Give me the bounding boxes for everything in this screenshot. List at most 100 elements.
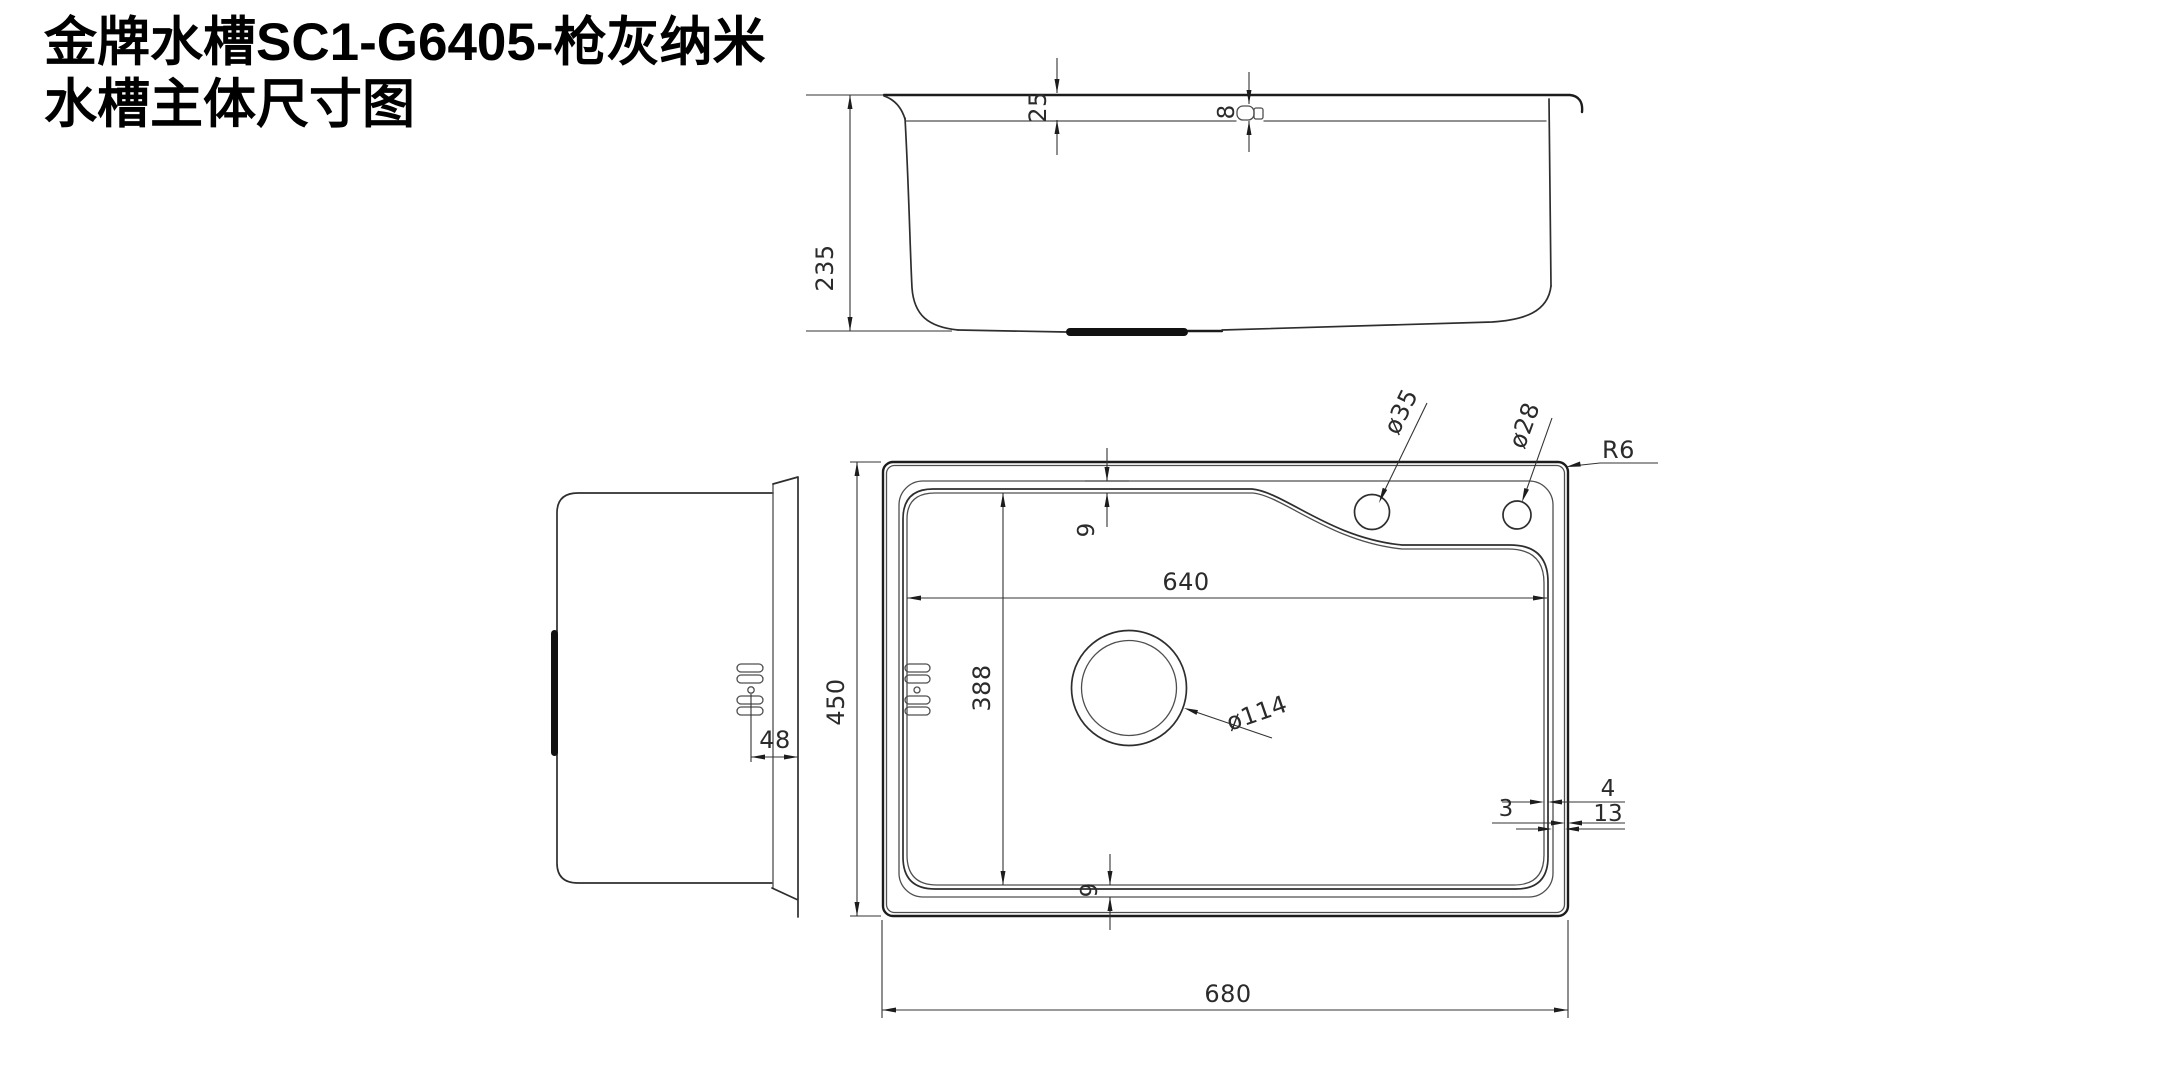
front-right-wall xyxy=(1548,98,1552,287)
dim-235-arrow-bottom xyxy=(847,317,853,331)
dim-9-top: 9 xyxy=(1074,448,1129,537)
dim-8-label: 8 xyxy=(1214,105,1240,120)
plan-clip-slot-4 xyxy=(904,706,931,716)
dim-13-arrow-left xyxy=(1538,826,1552,832)
front-section-view: 235 25 8 xyxy=(806,58,1584,336)
dim-9-bottom-arrow-lower xyxy=(1107,897,1113,911)
dim-13: 13 xyxy=(1516,801,1625,832)
drawing-title: 金牌水槽SC1-G6405-枪灰纳米 水槽主体尺寸图 xyxy=(43,13,766,134)
plan-outer-fold-line xyxy=(885,464,1566,914)
dim-4: 4 xyxy=(1502,776,1625,805)
dim-450-label: 450 xyxy=(822,678,850,725)
dim-25: 25 xyxy=(1024,58,1060,155)
dim-8: 8 xyxy=(1214,72,1252,152)
side-clip-slot-4 xyxy=(736,706,764,716)
dim-48-label: 48 xyxy=(759,726,791,754)
dim-640: 640 xyxy=(907,568,1547,601)
dim-680-label: 680 xyxy=(1204,980,1251,1008)
dim-4-label: 4 xyxy=(1601,776,1616,802)
dim-48-arrow-left xyxy=(751,754,765,760)
label-dia28-arrow xyxy=(1522,488,1529,502)
dim-9-top-label: 9 xyxy=(1074,523,1100,538)
dim-235-label: 235 xyxy=(811,244,839,291)
dim-25-label: 25 xyxy=(1024,91,1052,123)
dim-680: 680 xyxy=(881,920,1569,1018)
front-top-rim-line xyxy=(882,93,1584,114)
plan-view: 640 388 450 680 9 xyxy=(822,384,1658,1018)
dim-680-arrow-right xyxy=(1554,1007,1568,1013)
label-r6-arrow xyxy=(1566,461,1581,467)
dim-450-arrow-bottom xyxy=(854,902,860,916)
dim-13-label: 13 xyxy=(1593,801,1622,827)
dim-235: 235 xyxy=(806,94,952,332)
side-rim-flange xyxy=(771,476,799,918)
dim-9-top-lines xyxy=(1085,448,1129,527)
label-r6-text: R6 xyxy=(1602,436,1635,464)
front-clip-end xyxy=(1253,107,1264,120)
dim-9-top-arrow-lower xyxy=(1104,493,1110,507)
dim-388-arrow-top xyxy=(1000,493,1006,507)
side-view: 48 xyxy=(551,476,799,918)
dim-9-bottom: 9 xyxy=(1077,854,1113,930)
plan-clip-slots xyxy=(904,663,931,716)
dim-388-label: 388 xyxy=(968,664,996,711)
dim-450: 450 xyxy=(822,461,881,917)
dim-3-arrow-left xyxy=(1551,820,1565,826)
dim-680-lines xyxy=(881,920,1569,1018)
front-left-rim-roll xyxy=(883,95,906,120)
plan-bowl-inner-line xyxy=(906,492,1545,886)
title-line-2: 水槽主体尺寸图 xyxy=(44,75,415,134)
front-bottom-right xyxy=(1221,285,1552,331)
dim-25-arrow-top xyxy=(1054,79,1060,93)
side-clip-hole xyxy=(747,686,755,694)
label-dia35-leader xyxy=(1380,402,1428,499)
front-drain-pad xyxy=(1066,328,1188,336)
dim-48: 48 xyxy=(750,694,798,762)
plan-clip-hole xyxy=(913,686,921,694)
dim-3-arrow-right xyxy=(1568,820,1582,826)
dim-640-arrow-left xyxy=(907,595,921,601)
dim-450-arrow-top xyxy=(854,462,860,476)
dim-25-arrow-bottom xyxy=(1054,120,1060,134)
side-body-outline xyxy=(556,492,774,884)
dim-388-arrow-bottom xyxy=(1000,871,1006,885)
dim-8-arrow-top xyxy=(1246,90,1252,104)
plan-clip-slot-3 xyxy=(904,695,931,705)
label-dia35-arrow xyxy=(1379,487,1388,503)
dim-640-label: 640 xyxy=(1162,568,1209,596)
dim-9-bottom-arrow-upper xyxy=(1107,871,1113,885)
label-dia35-text: ø35 xyxy=(1378,384,1424,438)
dim-9-bottom-label: 9 xyxy=(1077,883,1103,898)
dim-3: 3 xyxy=(1492,796,1625,826)
label-dia28-text: ø28 xyxy=(1503,399,1545,452)
dim-48-arrow-right xyxy=(784,754,798,760)
label-r6: R6 xyxy=(1566,436,1658,467)
label-dia114: ø114 xyxy=(1184,690,1291,739)
dim-235-lines xyxy=(806,94,952,332)
label-r6-leader xyxy=(1571,462,1658,467)
dim-9-top-arrow-upper xyxy=(1104,467,1110,481)
side-clip-slot-2 xyxy=(736,674,764,684)
side-clip-slot-1 xyxy=(736,663,764,673)
plan-bowl-outer-line xyxy=(902,488,1549,890)
plan-clip-slot-2 xyxy=(904,674,931,684)
side-clip-slot-3 xyxy=(736,695,764,705)
dim-680-arrow-left xyxy=(882,1007,896,1013)
side-drain-boss xyxy=(551,630,558,756)
front-bottom-left xyxy=(957,329,1067,333)
side-clip-slots xyxy=(736,663,764,716)
dim-3-label: 3 xyxy=(1499,796,1514,822)
label-dia35: ø35 xyxy=(1378,384,1428,503)
dim-8-arrow-bottom xyxy=(1246,121,1252,135)
label-dia28-leader xyxy=(1523,417,1553,498)
label-dia114-leader xyxy=(1189,709,1273,739)
plan-rim-line xyxy=(898,480,1554,898)
label-dia114-text: ø114 xyxy=(1223,690,1291,737)
dim-235-arrow-top xyxy=(847,95,853,109)
dim-450-lines xyxy=(850,461,881,917)
dim-388: 388 xyxy=(968,493,1006,885)
plan-clip-slot-1 xyxy=(904,663,931,673)
plan-faucet-hole-small xyxy=(1502,500,1532,530)
